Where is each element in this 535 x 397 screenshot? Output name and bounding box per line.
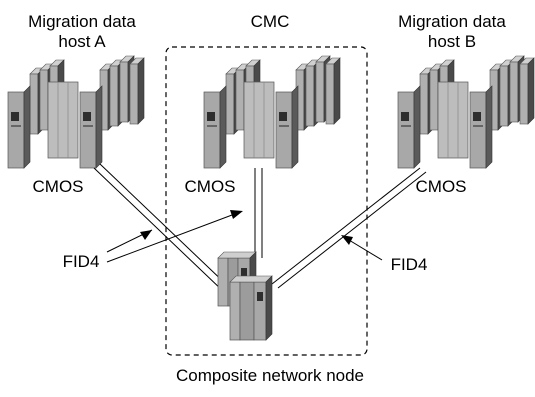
host-a-label-line1: Migration data: [28, 12, 136, 31]
host-b-label: Migration data host B: [372, 12, 532, 52]
host-a-label: Migration data host A: [2, 12, 162, 52]
cmos-label-host-a: CMOS: [32, 177, 84, 196]
fid4-link-host-a: [93, 163, 231, 293]
host-b-label-line1: Migration data: [398, 12, 506, 31]
cmos-label-host-b: CMOS: [415, 177, 467, 196]
fid4-label-right: FID4: [390, 255, 428, 274]
server-cluster-host-b: [397, 55, 535, 169]
composite-network-node: [217, 251, 273, 341]
host-a-label-line2: host A: [58, 32, 106, 51]
fid4-arrow-left-to-a: [106, 229, 153, 253]
fid4-link-cmc: [254, 168, 263, 258]
fid4-arrow-left-to-cmc: [106, 210, 243, 263]
fid4-link-host-b: [271, 167, 427, 289]
fid4-label-left: FID4: [62, 252, 100, 271]
cmc-label: CMC: [250, 12, 290, 31]
cmos-label-cmc: CMOS: [184, 177, 236, 196]
server-cluster-cmc: [203, 55, 341, 169]
composite-network-node-label: Composite network node: [175, 366, 365, 385]
cmc-boundary: [165, 46, 368, 356]
fid4-arrow-right: [341, 235, 383, 261]
host-b-label-line2: host B: [427, 32, 477, 51]
server-cluster-host-a: [7, 55, 145, 169]
